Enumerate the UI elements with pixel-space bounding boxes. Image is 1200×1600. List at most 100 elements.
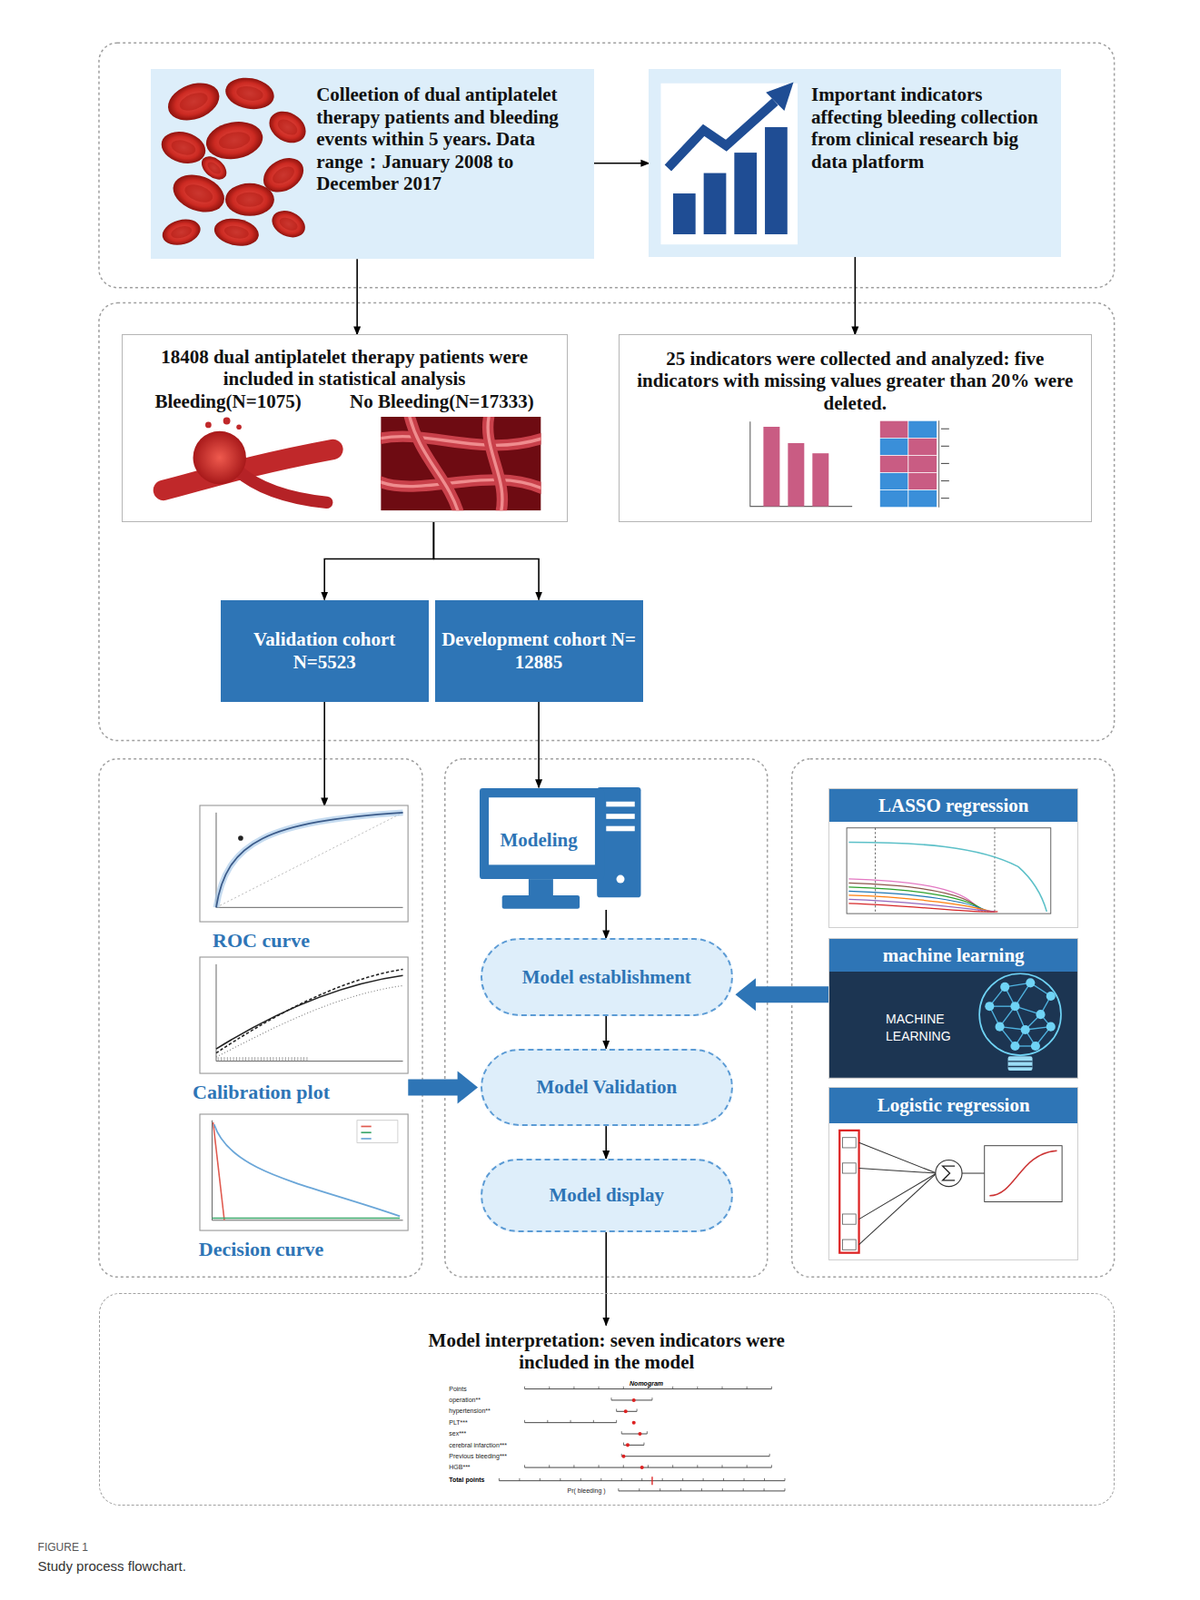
illustration-part [276,1057,278,1062]
illustration-part [169,138,198,159]
illustration-part [979,974,1062,1057]
dashed-panel [792,759,1115,1279]
nomogram-label: hypertension** [448,1408,491,1416]
illustration-part [632,1398,636,1403]
flow-arrow [324,522,434,600]
illustration-part [380,436,541,446]
figure-number: FIGURE 1 [38,1541,89,1555]
process-pill: Model display [480,1159,733,1233]
process-pill: Model establishment [480,938,733,1016]
illustration-part [263,105,312,150]
source-box: Colleetion of dual antiplatelet therapy … [150,69,595,259]
flow-arrow [604,910,607,939]
block-arrow [735,978,830,1012]
node-text: Colleetion of dual antiplatelet therapy … [316,83,584,196]
illustration-part [248,1057,250,1062]
illustration-part [661,83,799,245]
illustration-part [989,1150,1057,1196]
nomogram-label: cerebral infarction*** [448,1442,507,1450]
illustration-part [680,1488,682,1492]
illustration-part [859,1168,937,1174]
node-text: Logistic regression [877,1094,1031,1118]
illustration-part [859,1173,937,1246]
illustration-part [632,1420,636,1425]
illustration-part [605,813,635,820]
illustration-part [879,437,908,456]
illustration-part [646,1431,648,1435]
illustration-part [995,1022,1005,1032]
illustration-part [593,1420,595,1424]
plot-thumbnail: Calibration plot [199,957,408,1104]
node-text: 18408 dual antiplatelet therapy patients… [130,346,559,391]
illustration-part [746,1465,748,1468]
illustration-part [528,879,554,896]
node-text: Important indicators affecting bleeding … [811,83,1052,173]
illustration-part [908,437,937,456]
illustration-part [622,1456,771,1458]
cal-illustration [199,957,408,1074]
flow-arrow [604,1232,607,1327]
illustration-part [638,1432,643,1437]
nomogram-label: Nomogram [629,1380,664,1389]
illustration-part [220,1057,222,1062]
dashed-panel [99,759,423,1279]
header-band: LASSO regression [829,789,1078,823]
illustration-part [941,480,950,482]
node-text: 25 indicators were collected and analyze… [627,347,1083,416]
illustration-part [848,903,998,913]
illustration-part [994,828,996,914]
illustration-part [938,420,940,507]
illustration-part [275,116,300,139]
node-text: Model establishment [522,966,692,990]
illustration-part [361,1131,372,1134]
cohort-split-box: Validation cohort N=5523 [220,600,429,703]
illustration-part [839,1130,1062,1253]
nomogram-label: Total points [448,1477,485,1485]
method-card: Logistic regression [828,1087,1079,1261]
figure-caption: Study process flowchart. [38,1558,187,1576]
illustration-part [848,900,995,913]
illustration-part [616,1420,618,1424]
node-text: LASSO regression [878,794,1030,818]
illustration-part [673,1465,675,1468]
illustration-part [238,836,244,843]
illustration-part [942,1166,955,1181]
method-card: machine learning [828,938,1079,1080]
illustration-part [380,479,541,491]
illustration-part [260,1057,262,1062]
illustration-part [908,473,937,491]
illustration-part [524,1465,526,1468]
node-text: Modeling [485,829,593,853]
illustration-part [291,1057,293,1062]
illustration-part [984,1145,1062,1202]
illustration-part [660,1488,662,1492]
nomogram-label: PLT*** [448,1419,468,1428]
illustration-part [703,1478,705,1482]
illustration-part [212,215,262,249]
illustration-part [639,1488,641,1492]
illustration-part [267,206,310,244]
flow-arrow [594,162,650,165]
flow-arrow [604,1016,607,1050]
illustration-part [361,1125,372,1128]
cohort-box: 18408 dual antiplatelet therapy patients… [121,334,568,523]
node-text: Calibration plot [138,1080,385,1104]
illustration-part [199,957,408,1074]
illustration-part [842,1239,857,1250]
illustration-part [203,118,267,165]
node-text: Decision curve [138,1238,385,1261]
illustration-part [199,1114,408,1231]
illustration-part [236,469,327,503]
illustration-part [1025,979,1035,989]
illustration-part [1000,982,1010,992]
illustration-part [267,1057,268,1062]
illustration-part [908,490,937,508]
method-card: LASSO regression [828,788,1079,929]
illustration-part [598,1387,600,1390]
image-text: MACHINE [885,1011,945,1028]
illustration-part [223,74,278,114]
illustration-part [618,1488,620,1492]
illustration-part [380,479,541,491]
source-box: Important indicators affecting bleeding … [648,69,1062,258]
